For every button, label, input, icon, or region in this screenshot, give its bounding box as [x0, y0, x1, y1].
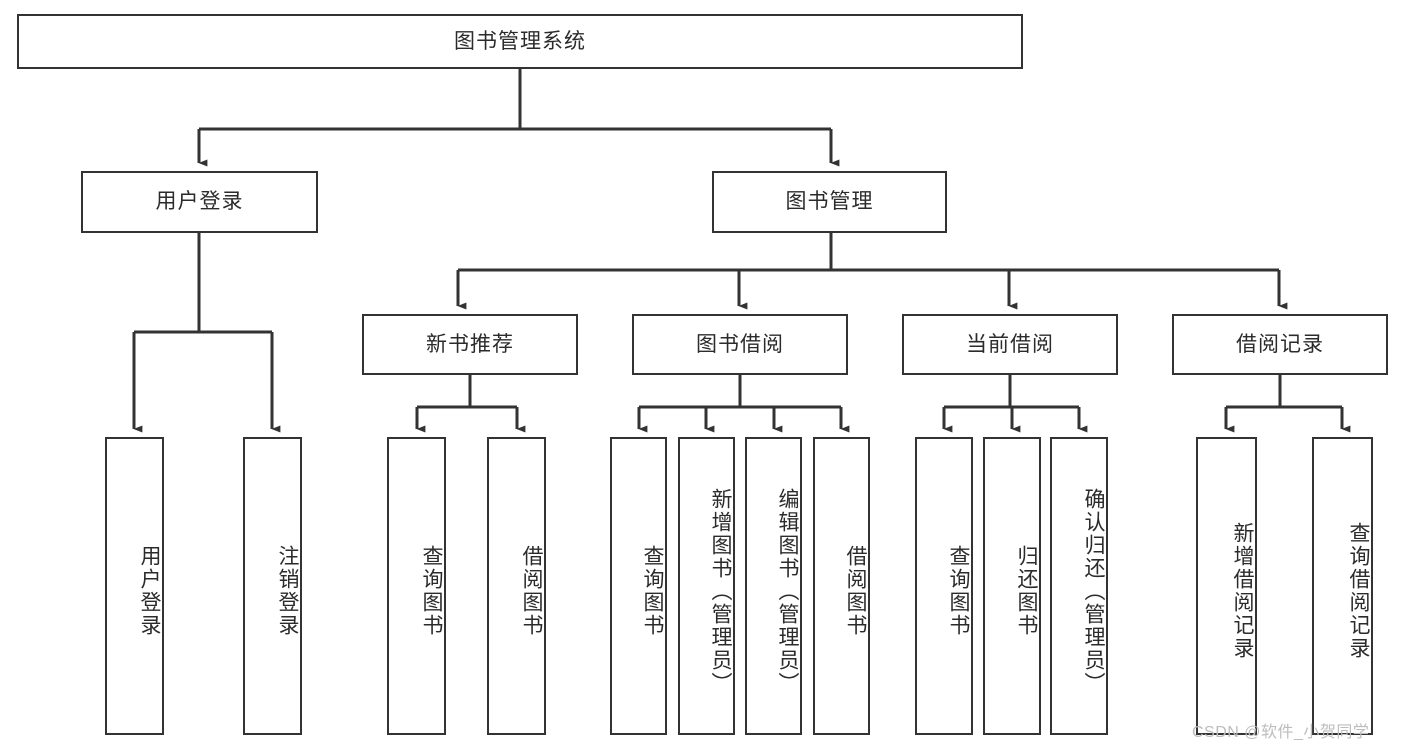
node-label-leaf-logout-login: 注销登录 — [276, 545, 299, 637]
csdn-watermark: CSDN @软件_小贺同学 — [1192, 724, 1370, 741]
node-leaf-borrow-book-recommend[interactable]: 借阅图书 — [487, 437, 546, 735]
node-leaf-edit-book-admin[interactable]: 编辑图书（管理员） — [745, 437, 802, 735]
node-label-leaf-borrow-book: 借阅图书 — [844, 545, 867, 637]
node-label-user-login: 用户登录 — [155, 190, 244, 214]
node-leaf-add-book-admin[interactable]: 新增图书（管理员） — [678, 437, 735, 735]
node-borrow-record[interactable]: 借阅记录 — [1172, 314, 1388, 375]
node-label-leaf-user-login: 用户登录 — [138, 545, 161, 637]
node-leaf-confirm-return-admin[interactable]: 确认归还（管理员） — [1050, 437, 1108, 735]
node-label-leaf-edit-book-admin: 编辑图书（管理员） — [776, 487, 799, 695]
node-label-current-borrow: 当前借阅 — [966, 332, 1054, 356]
node-leaf-user-login[interactable]: 用户登录 — [105, 437, 164, 735]
node-label-leaf-query-book-borrow: 查询图书 — [641, 545, 664, 637]
node-leaf-query-book-recommend[interactable]: 查询图书 — [387, 437, 446, 735]
node-label-leaf-confirm-return-admin: 确认归还（管理员） — [1082, 487, 1105, 695]
node-new-book-recommend[interactable]: 新书推荐 — [362, 314, 578, 375]
node-label-borrow-record: 借阅记录 — [1236, 332, 1324, 356]
node-root[interactable]: 图书管理系统 — [17, 14, 1023, 69]
node-leaf-add-borrow-record[interactable]: 新增借阅记录 — [1196, 437, 1257, 735]
node-label-leaf-query-book-recommend: 查询图书 — [420, 545, 443, 637]
node-leaf-query-book-borrow[interactable]: 查询图书 — [610, 437, 667, 735]
node-leaf-query-book-current[interactable]: 查询图书 — [915, 437, 973, 735]
node-book-borrow[interactable]: 图书借阅 — [632, 314, 848, 375]
node-label-book-borrow: 图书借阅 — [696, 332, 784, 356]
node-label-leaf-add-book-admin: 新增图书（管理员） — [709, 487, 732, 695]
node-label-book-management: 图书管理 — [785, 190, 874, 214]
node-label-leaf-add-borrow-record: 新增借阅记录 — [1231, 522, 1254, 660]
node-label-leaf-borrow-book-recommend: 借阅图书 — [520, 545, 543, 637]
node-leaf-query-borrow-record[interactable]: 查询借阅记录 — [1312, 437, 1373, 735]
node-leaf-borrow-book[interactable]: 借阅图书 — [813, 437, 870, 735]
node-current-borrow[interactable]: 当前借阅 — [902, 314, 1118, 375]
node-label-leaf-query-book-current: 查询图书 — [947, 545, 970, 637]
node-book-management[interactable]: 图书管理 — [712, 171, 947, 233]
node-label-leaf-return-book: 归还图书 — [1015, 545, 1038, 637]
node-user-login[interactable]: 用户登录 — [81, 171, 318, 233]
node-leaf-logout-login[interactable]: 注销登录 — [243, 437, 302, 735]
node-leaf-return-book[interactable]: 归还图书 — [983, 437, 1041, 735]
node-label-new-book-recommend: 新书推荐 — [426, 332, 514, 356]
node-label-root: 图书管理系统 — [454, 29, 586, 53]
node-label-leaf-query-borrow-record: 查询借阅记录 — [1347, 522, 1370, 660]
